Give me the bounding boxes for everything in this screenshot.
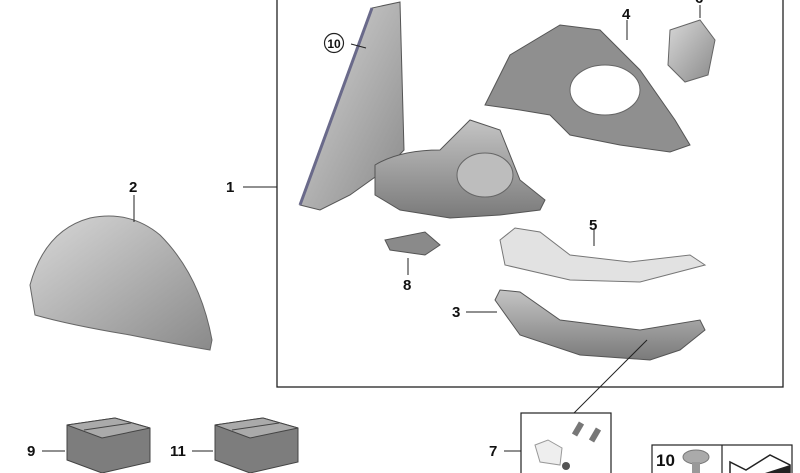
label-5: 5 bbox=[589, 217, 597, 234]
package-9-part bbox=[66, 417, 151, 473]
label-7: 7 bbox=[489, 443, 497, 460]
mirror-motor-part bbox=[667, 19, 716, 83]
label-10-circled: 10 bbox=[327, 37, 341, 51]
turn-signal-part bbox=[499, 227, 707, 283]
label-4: 4 bbox=[622, 6, 631, 23]
mirror-base-part bbox=[298, 1, 546, 219]
assembly-frame bbox=[276, 0, 784, 388]
kit-7-box bbox=[520, 412, 612, 473]
label-9: 9 bbox=[27, 443, 35, 460]
lower-trim-part bbox=[494, 289, 706, 361]
package-11-part bbox=[214, 417, 299, 473]
label-2: 2 bbox=[129, 179, 137, 196]
label-6: 6 bbox=[695, 0, 703, 7]
label-8: 8 bbox=[403, 277, 411, 294]
label-10-circle bbox=[323, 32, 345, 54]
mirror-housing-part bbox=[484, 24, 691, 153]
cover-plate-part bbox=[384, 231, 441, 256]
label-1: 1 bbox=[226, 179, 234, 196]
label-10-box: 10 bbox=[656, 451, 675, 470]
label-11: 11 bbox=[170, 443, 186, 460]
screw-10-box bbox=[651, 444, 793, 473]
mirror-cap-part bbox=[29, 215, 213, 351]
leader-lines bbox=[42, 5, 701, 452]
label-3: 3 bbox=[452, 304, 460, 321]
